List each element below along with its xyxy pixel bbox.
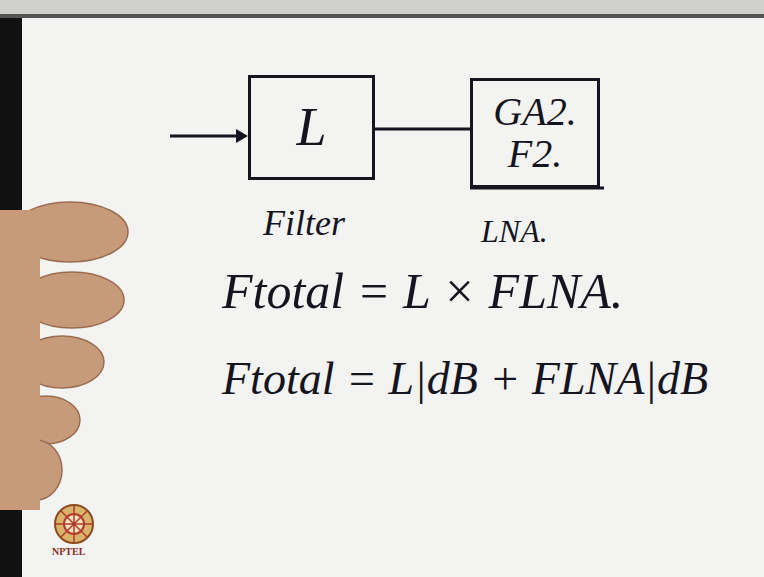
input-line bbox=[170, 135, 240, 138]
hand bbox=[0, 202, 128, 510]
lna-box: GA2.F2.LNA. bbox=[470, 78, 600, 188]
connector-line bbox=[375, 128, 470, 131]
box-text: F2. bbox=[508, 133, 562, 175]
input-arrowhead bbox=[236, 129, 248, 143]
box-text: GA2. bbox=[493, 91, 576, 133]
block-caption: Filter bbox=[263, 205, 345, 243]
filter-box: LFilter bbox=[248, 75, 375, 180]
logo-rays bbox=[56, 506, 92, 542]
block-caption: LNA. bbox=[481, 215, 548, 249]
top-edge bbox=[0, 14, 764, 18]
top-strip bbox=[0, 0, 764, 14]
palm bbox=[0, 210, 40, 510]
equation: Ftotal = L|dB + FLNA|dB bbox=[222, 352, 708, 405]
logo-ring bbox=[55, 505, 93, 543]
logo-text: NPTEL bbox=[52, 546, 85, 557]
nptel-logo bbox=[55, 505, 93, 543]
equation: Ftotal = L × FLNA. bbox=[222, 262, 623, 320]
box-text: L bbox=[296, 99, 326, 156]
